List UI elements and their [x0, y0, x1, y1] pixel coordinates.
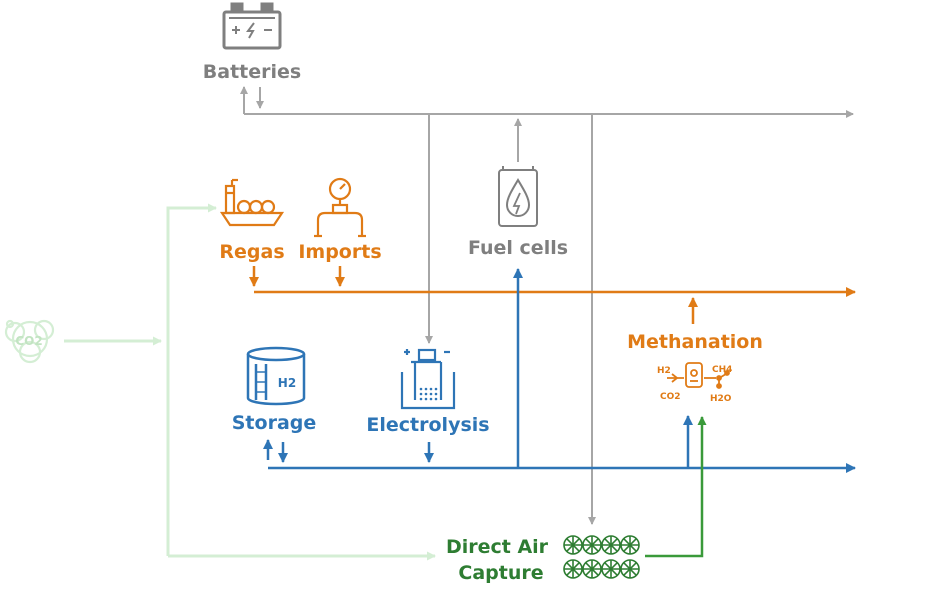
direct-air-label: Direct Air — [446, 536, 549, 558]
pipeline-gauge-icon — [314, 177, 366, 238]
hydrogen-tank-icon — [246, 346, 306, 406]
dac-to-methanation-arrow — [645, 416, 707, 558]
dac-filter-spoke — [566, 538, 580, 552]
dac-filter-spoke — [585, 562, 599, 576]
dac-filter-spoke — [623, 538, 637, 552]
dac-filter-icon — [563, 535, 640, 579]
meth-co2-text: CO2 — [660, 392, 681, 402]
methanation-reactor-icon — [667, 362, 730, 389]
fuel-cells-label: Fuel cells — [468, 237, 568, 259]
dac-filter-spoke — [604, 538, 618, 552]
dac-filter-spoke — [623, 562, 637, 576]
lng-ship-icon — [219, 178, 285, 227]
battery-icon — [222, 2, 282, 50]
fuel-cell-icon — [498, 166, 538, 227]
tank-h2-text: H2 — [278, 376, 296, 390]
capture-label: Capture — [458, 562, 543, 584]
meth-h2o-text: H2O — [710, 394, 732, 404]
dac-filter-spoke — [566, 562, 580, 576]
electrolysis-label: Electrolysis — [366, 414, 489, 436]
electrolyser-icon — [400, 348, 456, 410]
dac-filter-spoke — [604, 562, 618, 576]
imports-label: Imports — [298, 241, 381, 263]
regas-label: Regas — [219, 241, 284, 263]
co2-cloud-icon — [4, 319, 55, 364]
co2-to-regas-arrow — [166, 203, 217, 556]
meth-h2-text: H2 — [657, 366, 671, 376]
electricity-bus — [240, 86, 854, 525]
methanation-label: Methanation — [627, 331, 763, 353]
dac-filter-spoke — [585, 538, 599, 552]
hydrogen-bus — [263, 268, 856, 473]
methane-bus — [249, 266, 856, 324]
storage-label: Storage — [232, 412, 317, 434]
co2-cloud-text: CO2 — [15, 334, 42, 348]
batteries-label: Batteries — [203, 61, 301, 83]
co2-flow — [64, 203, 436, 561]
meth-ch4-text: CH4 — [712, 365, 732, 375]
